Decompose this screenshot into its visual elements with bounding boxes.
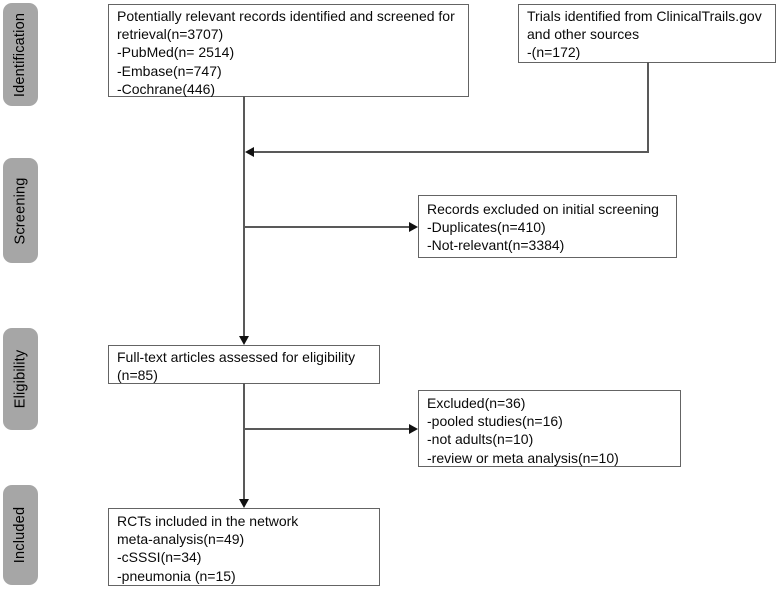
box-fulltext-assessed: Full-text articles assessed for eligibil… bbox=[108, 345, 380, 384]
box-records-identified-line: -Cochrane(446) bbox=[117, 80, 216, 97]
box-records-excluded-line: -Duplicates(n=410) bbox=[427, 219, 546, 236]
box-trials-registry-line: and other sources bbox=[527, 26, 640, 43]
arrowhead-right-icon bbox=[409, 424, 418, 434]
connector-registry-to-main bbox=[253, 151, 649, 153]
box-included-rcts: RCTs included in the network meta-analys… bbox=[108, 508, 380, 586]
stage-label-included-text: Included bbox=[12, 506, 29, 564]
box-fulltext-excluded-line: -not adults(n=10) bbox=[427, 431, 534, 448]
box-included-rcts-line: -pneumonia (n=15) bbox=[117, 567, 236, 584]
stage-label-screening: Screening bbox=[3, 158, 38, 263]
box-fulltext-excluded-line: Excluded(n=36) bbox=[427, 395, 526, 411]
box-records-excluded-line: Records excluded on initial screening bbox=[427, 201, 659, 217]
box-included-rcts-line: RCTs included in the network bbox=[117, 513, 299, 529]
box-trials-registry: Trials identified from ClinicalTrails.go… bbox=[518, 4, 776, 63]
connector-fulltext-to-included bbox=[243, 383, 245, 500]
stage-label-eligibility: Eligibility bbox=[3, 328, 38, 430]
stage-label-screening-text: Screening bbox=[12, 176, 29, 245]
arrowhead-left-icon bbox=[245, 147, 254, 157]
box-included-rcts-line: -cSSSI(n=34) bbox=[117, 549, 202, 566]
connector-to-records-excluded bbox=[244, 226, 411, 228]
stage-label-eligibility-text: Eligibility bbox=[12, 349, 29, 409]
box-trials-registry-line: -(n=172) bbox=[527, 44, 581, 61]
box-records-excluded: Records excluded on initial screening -D… bbox=[418, 195, 677, 258]
arrowhead-down-icon bbox=[239, 336, 249, 345]
box-included-rcts-line: meta-analysis(n=49) bbox=[117, 531, 245, 548]
connector-registry-drop bbox=[647, 62, 649, 153]
box-fulltext-excluded-line: -pooled studies(n=16) bbox=[427, 413, 563, 430]
stage-label-identification: Identification bbox=[3, 3, 38, 106]
arrowhead-down-icon bbox=[239, 499, 249, 508]
box-trials-registry-line: Trials identified from ClinicalTrails.go… bbox=[527, 8, 762, 24]
box-fulltext-excluded: Excluded(n=36) -pooled studies(n=16) -no… bbox=[418, 390, 681, 467]
box-records-identified-line: -Embase(n=747) bbox=[117, 62, 222, 79]
box-records-identified-line: Potentially relevant records identified … bbox=[117, 8, 455, 24]
stage-label-included: Included bbox=[3, 485, 38, 585]
stage-label-identification-text: Identification bbox=[12, 12, 29, 97]
box-records-identified-line: -PubMed(n= 2514) bbox=[117, 44, 235, 61]
connector-to-excluded bbox=[244, 428, 411, 430]
box-records-excluded-line: -Not-relevant(n=3384) bbox=[427, 237, 565, 254]
box-fulltext-excluded-line: -review or meta analysis(n=10) bbox=[427, 449, 619, 466]
connector-identified-to-fulltext bbox=[243, 96, 245, 338]
box-fulltext-assessed-line: (n=85) bbox=[117, 367, 158, 384]
box-records-identified: Potentially relevant records identified … bbox=[108, 4, 469, 97]
arrowhead-right-icon bbox=[409, 222, 418, 232]
box-fulltext-assessed-line: Full-text articles assessed for eligibil… bbox=[117, 349, 356, 365]
box-records-identified-line: retrieval(n=3707) bbox=[117, 26, 224, 43]
